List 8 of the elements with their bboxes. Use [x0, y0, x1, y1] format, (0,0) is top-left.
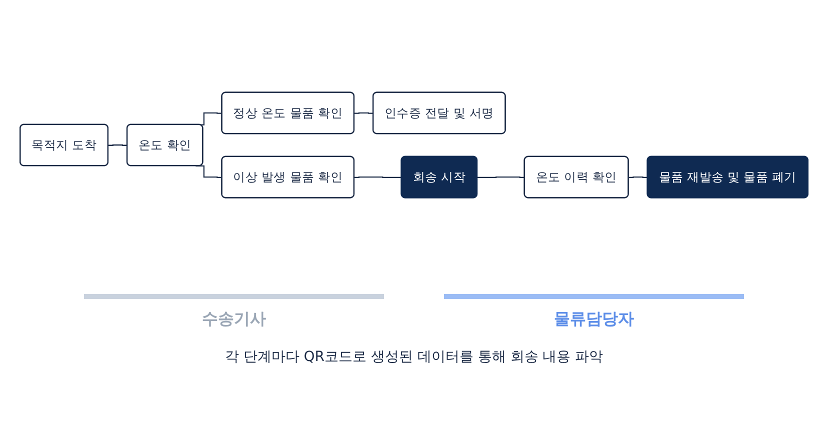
connector [108, 144, 128, 146]
caption: 각 단계마다 QR코드로 생성된 데이터를 통해 회송 내용 파악 [224, 348, 604, 367]
connector [354, 176, 402, 178]
connector [354, 112, 374, 114]
connector [628, 176, 648, 178]
lane-label: 수송기사 [84, 294, 384, 330]
lane-label: 물류담당자 [444, 294, 744, 330]
connector [477, 176, 525, 178]
